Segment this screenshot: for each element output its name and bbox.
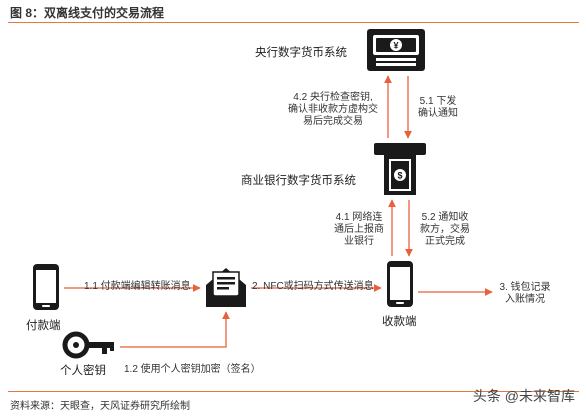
svg-text:¥: ¥ [393,41,398,51]
private-key-label: 个人密钥 [60,365,106,377]
key-icon [62,331,114,359]
step-4-2-line-2: 确认非收款方虚构交 [288,104,378,115]
step-1-2-label: 1.2 使用个人密钥加密（签名） [124,364,261,375]
step-2-label: 2. NFC或扫码方式传送消息 [252,281,374,292]
step-4-1-label: 4.1 网络连 通后上报商 业银行 [330,212,388,248]
step-4-1-line-1: 4.1 网络连 [335,212,383,223]
source-note: 资料来源：天眼查，天风证券研究所绘制 [10,401,190,412]
payer-label: 付款端 [26,320,61,332]
atm-cash-icon: $ [374,143,426,195]
step-5-2-line-2: 款方，交易 [420,224,470,235]
arrow-1-2 [120,311,230,348]
step-3-line-2: 入账情况 [505,294,545,305]
payer-phone-icon [33,264,59,310]
step-5-1-label: 5.1 下发 确认通知 [410,96,466,120]
step-5-1-line-2: 确认通知 [418,108,458,119]
step-4-1-line-2: 通后上报商 [334,224,384,235]
step-3-line-1: 3. 钱包记录 [499,282,551,293]
step-4-2-label: 4.2 央行检查密钥, 确认非收款方虚构交 易后完成交易 [282,92,384,128]
step-4-2-line-3: 易后完成交易 [303,116,363,127]
payee-label: 收款端 [382,316,417,328]
step-5-2-line-1: 5.2 通知收 [421,212,469,223]
figure-title: 图 8：双离线支付的交易流程 [10,6,165,20]
step-1-1-label: 1.1 付款端编辑转账消息 [84,281,191,292]
step-5-2-line-3: 正式完成 [425,236,465,247]
arrows [64,75,493,348]
step-5-1-line-1: 5.1 下发 [419,96,457,107]
step-5-2-label: 5.2 通知收 款方，交易 正式完成 [412,212,478,248]
banknote-stack-icon: ¥ [367,29,425,71]
watermark: 头条 @未来智库 [472,388,575,404]
svg-text:$: $ [397,171,402,181]
step-4-2-line-1: 4.2 央行检查密钥, [293,92,373,103]
commercial-bank-label: 商业银行数字货币系统 [241,175,356,187]
top-divider [8,22,579,23]
payee-phone-icon [387,261,413,307]
central-bank-label: 央行数字货币系统 [255,47,347,59]
envelope-icon [206,268,246,307]
bottom-divider [8,391,579,392]
step-3-label: 3. 钱包记录 入账情况 [490,282,560,306]
step-4-1-line-3: 业银行 [344,236,374,247]
